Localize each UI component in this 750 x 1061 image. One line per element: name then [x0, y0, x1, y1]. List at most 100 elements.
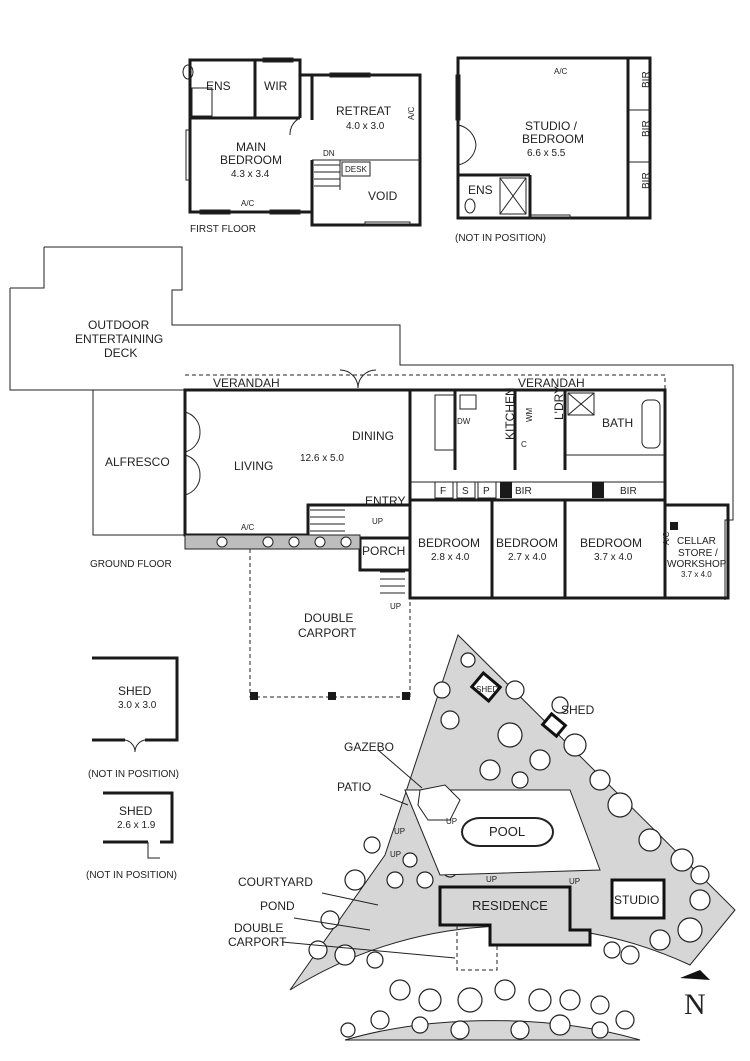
tree [433, 681, 451, 699]
tree [440, 710, 460, 730]
cellar-label-1: CELLAR [677, 536, 716, 547]
tree [450, 1020, 470, 1040]
studio-bedroom-plan: A/C BIR BIR BIR STUDIO / BEDROOM 6.6 x 5… [455, 56, 652, 244]
tree [340, 1022, 356, 1038]
tree [670, 848, 694, 872]
deck-label-3: DECK [104, 346, 137, 360]
tree [497, 722, 523, 748]
tree [370, 1010, 390, 1030]
first-floor-plan: A/C ENS WIR RETREAT 4.0 x 3.0 MAIN BEDRO… [182, 57, 422, 235]
tree [603, 941, 621, 959]
studio-label-1: STUDIO / [525, 119, 578, 133]
tree [334, 944, 356, 966]
tree [505, 680, 525, 700]
residence-label: RESIDENCE [472, 898, 548, 913]
studio-label-2: BEDROOM [522, 132, 584, 146]
tree [511, 771, 529, 789]
tree [418, 988, 442, 1012]
tree [590, 995, 610, 1015]
verandah-label-2: VERANDAH [518, 376, 585, 390]
bedroom-1-size: 2.8 x 4.0 [431, 552, 470, 563]
shed-1-note: (NOT IN POSITION) [88, 769, 179, 780]
bedroom-2-label: BEDROOM [496, 536, 558, 550]
verandah-label-1: VERANDAH [213, 376, 280, 390]
tree [389, 979, 411, 1001]
dw-label: DW [457, 417, 471, 426]
site-up-label-4: UP [486, 875, 497, 884]
studio-note: (NOT IN POSITION) [455, 233, 546, 244]
site-up-label-2: UP [394, 827, 405, 836]
courtyard-label: COURTYARD [238, 875, 313, 889]
void-label: VOID [368, 189, 398, 203]
site-carport-label-1: DOUBLE [234, 921, 283, 935]
tree [479, 759, 501, 781]
bir-label-1: BIR [641, 71, 652, 88]
tree [620, 945, 640, 965]
bath-label: BATH [602, 416, 633, 430]
site-carport-label-2: CARPORT [228, 935, 287, 949]
cellar-label-2: STORE / [678, 548, 718, 559]
wm-label: WM [525, 407, 534, 422]
tree [559, 989, 581, 1011]
dining-label: DINING [352, 429, 394, 443]
tree [528, 988, 552, 1012]
bir-label-3: BIR [641, 172, 652, 189]
tree [411, 1016, 429, 1034]
wir-label: WIR [264, 79, 288, 93]
gazebo-label: GAZEBO [344, 740, 394, 754]
studio-ens-label: ENS [468, 183, 493, 197]
tree [510, 1020, 530, 1040]
dn-label: DN [323, 149, 335, 158]
living-size: 12.6 x 5.0 [300, 453, 344, 464]
tree [529, 749, 551, 771]
tree [677, 917, 703, 943]
north-label: N [684, 988, 706, 1021]
tree [320, 910, 340, 930]
tree [416, 871, 434, 889]
retreat-size: 4.0 x 3.0 [346, 121, 385, 132]
ac-label-cellar: A/C [662, 531, 671, 545]
shed-2-note: (NOT IN POSITION) [86, 870, 177, 881]
tree [549, 1014, 571, 1036]
entry-label: ENTRY [365, 494, 405, 508]
studio-ac-label: A/C [554, 67, 568, 76]
living-label: LIVING [234, 459, 273, 473]
tree [690, 865, 710, 885]
tree [649, 929, 671, 951]
laundry-label: L'DRY [552, 386, 566, 420]
site-up-label-3: UP [390, 850, 401, 859]
carport-label-2: CARPORT [298, 626, 357, 640]
tree [402, 852, 418, 868]
bedroom-2-size: 2.7 x 4.0 [508, 552, 547, 563]
retreat-label: RETREAT [336, 104, 392, 118]
tree [386, 871, 404, 889]
studio-size: 6.6 x 5.5 [527, 148, 566, 159]
site-shed-label-2: SHED [561, 703, 595, 717]
shed-1-label: SHED [118, 684, 152, 698]
site-studio-label: STUDIO [614, 893, 659, 907]
bir-label-ground-1: BIR [515, 486, 532, 497]
shed-1-size: 3.0 x 3.0 [118, 700, 157, 711]
ac-label-ground: A/C [241, 523, 255, 532]
tree [460, 652, 476, 668]
pool-label: POOL [489, 824, 525, 839]
up-label-entry: UP [372, 517, 383, 526]
deck-label-1: OUTDOOR [88, 318, 150, 332]
shed-2-label: SHED [119, 804, 153, 818]
desk-label: DESK [345, 165, 367, 174]
cellar-label-3: WORKSHOP [667, 559, 727, 570]
deck-label-2: ENTERTAINING [75, 332, 163, 346]
alfresco-label: ALFRESCO [105, 455, 170, 469]
ac-label-first: A/C [241, 199, 255, 208]
porch-label: PORCH [362, 544, 405, 558]
first-floor-caption: FIRST FLOOR [190, 224, 256, 235]
up-label-porch: UP [390, 602, 401, 611]
tree [615, 1010, 635, 1030]
tree [589, 769, 611, 791]
site-plan: SHED SHED GAZEBO PATIO POOL COURTYARD PO… [228, 634, 736, 1041]
main-bedroom-size: 4.3 x 3.4 [231, 169, 270, 180]
main-bedroom-label-1: MAIN [236, 140, 266, 154]
tree [591, 1021, 609, 1039]
patio-label: PATIO [337, 780, 371, 794]
